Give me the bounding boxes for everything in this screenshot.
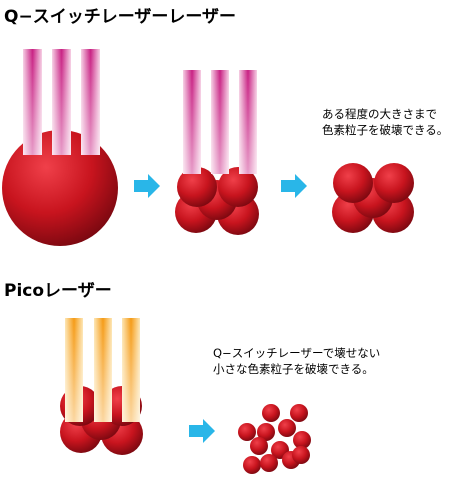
- small-pigment-particle: [257, 423, 275, 441]
- q-switch-laser-beams-2: [183, 70, 257, 174]
- pico-laser-beams: [65, 318, 140, 422]
- description-line: 色素粒子を破壊できる。: [322, 123, 449, 137]
- small-pigment-particle: [293, 431, 311, 449]
- description-line: Q−スイッチレーザーで壊せない: [213, 346, 381, 360]
- pigment-fragment: [374, 163, 414, 203]
- small-pigment-particle: [290, 404, 308, 422]
- small-pigment-particle: [250, 437, 268, 455]
- small-pigment-particle: [243, 456, 261, 474]
- q-switch-section-title: Q−スイッチレーザーレーザー: [4, 7, 237, 27]
- description-line: 小さな色素粒子を破壊できる。: [213, 362, 374, 376]
- large-pigment-particle: [2, 130, 118, 246]
- arrow-right-icon: [134, 174, 160, 198]
- small-pigment-particle: [278, 419, 296, 437]
- arrow-right-icon: [189, 419, 215, 443]
- small-pigment-particle: [260, 454, 278, 472]
- q-switch-description: ある程度の大きさまで 色素粒子を破壊できる。: [322, 106, 448, 138]
- small-pigment-particle: [292, 446, 310, 464]
- pigment-fragment: [218, 167, 258, 207]
- small-pigment-particle: [262, 404, 280, 422]
- pico-description: Q−スイッチレーザーで壊せない 小さな色素粒子を破壊できる。: [213, 345, 380, 377]
- fragmented-particle-cluster: [175, 167, 259, 235]
- q-switch-laser-beams: [23, 49, 100, 155]
- pico-section-title: Picoレーザー: [4, 281, 112, 301]
- arrow-right-icon: [281, 174, 307, 198]
- pigment-fragment: [333, 163, 373, 203]
- small-particle-scatter: [238, 404, 311, 474]
- result-particle-cluster: [332, 163, 414, 233]
- description-line: ある程度の大きさまで: [322, 107, 437, 121]
- pigment-fragment: [177, 167, 217, 207]
- small-pigment-particle: [238, 423, 256, 441]
